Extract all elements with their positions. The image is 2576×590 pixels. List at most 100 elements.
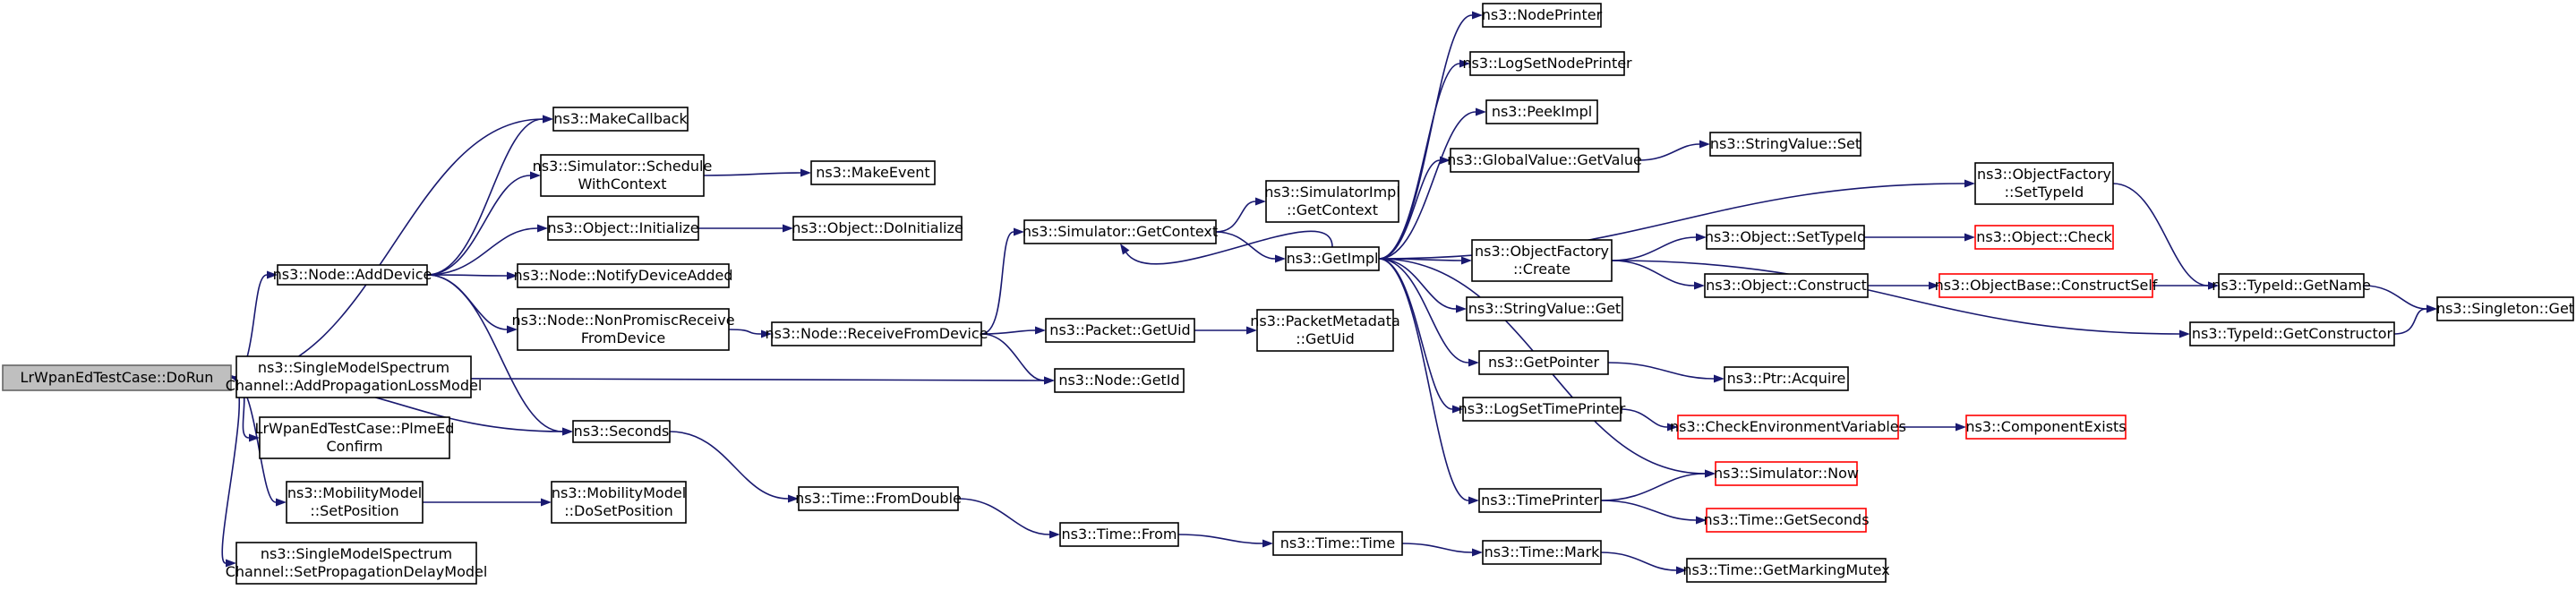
node-label-mobdoset-1: ::DoSetPosition	[564, 502, 672, 519]
node-typeidgetctor[interactable]: ns3::TypeId::GetConstructor	[2189, 321, 2395, 346]
node-timefrom[interactable]: ns3::Time::From	[1059, 522, 1179, 547]
node-getimpl[interactable]: ns3::GetImpl	[1285, 246, 1380, 271]
node-logsettime[interactable]: ns3::LogSetTimePrinter	[1459, 397, 1626, 422]
arrowhead-dorun-to-plmeed	[249, 433, 260, 442]
edge-getimpl-to-timeprinter	[1378, 258, 1469, 501]
node-compexists[interactable]: ns3::ComponentExists	[1965, 415, 2127, 440]
node-nodeprinter[interactable]: ns3::NodePrinter	[1482, 3, 1603, 28]
edge-seconds-to-fromdouble	[669, 431, 789, 500]
node-label-setpropdelay-1: Channel::SetPropagationDelayModel	[226, 563, 488, 580]
node-timemark[interactable]: ns3::Time::Mark	[1482, 540, 1602, 565]
node-label-objinit-0: ns3::Object::Initialize	[547, 219, 698, 236]
node-label-simimplctx-0: ns3::SimulatorImpl	[1264, 184, 1400, 201]
node-setpropdelay[interactable]: ns3::SingleModelSpectrumChannel::SetProp…	[226, 542, 488, 585]
node-objconstruct[interactable]: ns3::Object::Construct	[1704, 273, 1869, 298]
node-makecallback[interactable]: ns3::MakeCallback	[552, 107, 689, 132]
node-ofcreate[interactable]: ns3::ObjectFactory::Create	[1471, 239, 1613, 282]
node-label-logsettime-0: ns3::LogSetTimePrinter	[1459, 400, 1626, 417]
node-label-getmarkmutex-0: ns3::Time::GetMarkingMutex	[1682, 561, 1889, 578]
node-getpointer[interactable]: ns3::GetPointer	[1478, 350, 1609, 375]
node-label-mobdoset-0: ns3::MobilityModel	[552, 484, 686, 501]
node-checkenv[interactable]: ns3::CheckEnvironmentVariables	[1670, 415, 1906, 440]
node-label-adddevice-0: ns3::Node::AddDevice	[273, 266, 432, 283]
node-notifydev[interactable]: ns3::Node::NotifyDeviceAdded	[514, 263, 733, 288]
edge-timemark-to-getmarkmutex	[1600, 552, 1677, 571]
node-box-fromdouble	[798, 486, 959, 511]
node-nodegetid[interactable]: ns3::Node::GetId	[1054, 368, 1185, 393]
arrowhead-getimpl-to-ofsettype	[1964, 179, 1975, 188]
node-recvfromdev[interactable]: ns3::Node::ReceiveFromDevice	[766, 321, 988, 346]
node-gvgetvalue[interactable]: ns3::GlobalValue::GetValue	[1447, 148, 1642, 173]
arrowhead-getimpl-to-svget	[1456, 304, 1467, 313]
edge-getimpl-to-getcontext	[1125, 230, 1333, 265]
node-simimplctx[interactable]: ns3::SimulatorImpl::GetContext	[1264, 180, 1400, 223]
node-typeidgetname[interactable]: ns3::TypeId::GetName	[2212, 273, 2371, 298]
node-objcheck[interactable]: ns3::Object::Check	[1974, 225, 2114, 250]
arrowhead-getpointer-to-ptracquire	[1714, 374, 1724, 383]
edge-getpointer-to-ptracquire	[1607, 362, 1715, 380]
node-label-doinit-0: ns3::Object::DoInitialize	[792, 219, 963, 236]
node-label-makeevent-0: ns3::MakeEvent	[816, 164, 929, 181]
node-adddevice[interactable]: ns3::Node::AddDevice	[273, 264, 432, 286]
node-timegetsec[interactable]: ns3::Time::GetSeconds	[1703, 508, 1870, 533]
node-label-objcheck-0: ns3::Object::Check	[1976, 228, 2112, 245]
node-box-timeprinter	[1478, 488, 1602, 513]
node-mobdoset[interactable]: ns3::MobilityModel::DoSetPosition	[551, 481, 687, 524]
node-box-singletonget	[2436, 296, 2574, 321]
node-objinit[interactable]: ns3::Object::Initialize	[547, 216, 699, 241]
node-timeprinter[interactable]: ns3::TimePrinter	[1478, 488, 1602, 513]
edge-recvfromdev-to-pktgetuid	[980, 329, 1036, 335]
node-peekimpl[interactable]: ns3::PeekImpl	[1485, 99, 1598, 124]
arrowhead-adddevice-to-notifydev	[507, 271, 518, 280]
edge-getcontext-to-simimplctx	[1215, 201, 1256, 233]
node-objsettype[interactable]: ns3::Object::SetTypeId	[1705, 225, 1866, 250]
edge-ofcreate-to-objsettype	[1611, 236, 1697, 261]
node-getcontext[interactable]: ns3::Simulator::GetContext	[1023, 219, 1218, 244]
node-ptracquire[interactable]: ns3::Ptr::Acquire	[1724, 366, 1849, 391]
arrowhead-adddevice-to-makecallback	[543, 115, 553, 124]
arrowhead-seconds-to-fromdouble	[788, 494, 799, 503]
node-dorun[interactable]: LrWpanEdTestCase::DoRun	[2, 364, 232, 391]
edge-timetime-to-timemark	[1401, 543, 1473, 553]
node-timetime[interactable]: ns3::Time::Time	[1272, 531, 1403, 556]
node-ofsettype[interactable]: ns3::ObjectFactory::SetTypeId	[1974, 162, 2114, 205]
node-box-getmarkmutex	[1686, 558, 1887, 583]
node-pktgetuid[interactable]: ns3::Packet::GetUid	[1045, 318, 1195, 343]
arrowhead-getimpl-to-ofcreate	[1461, 256, 1472, 265]
arrowhead-checkenv-to-compexists	[1956, 423, 1966, 432]
edge-getimpl-to-logsetnode	[1378, 63, 1460, 260]
arrowhead-gvgetvalue-to-svset	[1699, 140, 1710, 149]
node-box-checkenv	[1677, 415, 1899, 440]
node-label-getcontext-0: ns3::Simulator::GetContext	[1023, 223, 1218, 240]
node-svset[interactable]: ns3::StringValue::Set	[1709, 132, 1861, 157]
node-fromdouble[interactable]: ns3::Time::FromDouble	[795, 486, 962, 511]
node-box-ofcreate	[1471, 239, 1613, 282]
node-makeevent[interactable]: ns3::MakeEvent	[810, 160, 936, 185]
node-label-timeprinter-0: ns3::TimePrinter	[1481, 492, 1599, 509]
node-svget[interactable]: ns3::StringValue::Get	[1466, 296, 1623, 321]
node-mobsetpos[interactable]: ns3::MobilityModel::SetPosition	[286, 481, 424, 524]
node-objbaseconstruct[interactable]: ns3::ObjectBase::ConstructSelf	[1935, 273, 2158, 298]
edge-nonpromisc-to-recvfromdev	[728, 329, 762, 335]
node-label-addprop-0: ns3::SingleModelSpectrum	[258, 359, 449, 376]
arrowhead-ofcreate-to-typeidgetctor	[2179, 329, 2190, 338]
node-label-notifydev-0: ns3::Node::NotifyDeviceAdded	[514, 267, 733, 284]
node-label-getpointer-0: ns3::GetPointer	[1488, 354, 1600, 371]
node-simnow[interactable]: ns3::Simulator::Now	[1714, 461, 1859, 486]
node-label-pktmetauid-0: ns3::PacketMetadata	[1250, 312, 1400, 329]
node-singletonget[interactable]: ns3::Singleton::Get	[2436, 296, 2574, 321]
arrowhead-getimpl-to-logsettime	[1452, 405, 1463, 414]
node-seconds[interactable]: ns3::Seconds	[572, 420, 671, 443]
node-box-makecallback	[552, 107, 689, 132]
edge-ofcreate-to-typeidgetctor	[1611, 260, 2180, 335]
node-box-typeidgetname	[2218, 273, 2365, 298]
node-logsetnode[interactable]: ns3::LogSetNodePrinter	[1462, 51, 1632, 76]
node-addprop[interactable]: ns3::SingleModelSpectrumChannel::AddProp…	[226, 355, 483, 398]
arrowhead-adddevice-to-schedctx	[530, 171, 541, 180]
node-pktmetauid[interactable]: ns3::PacketMetadata::GetUid	[1250, 309, 1400, 352]
node-doinit[interactable]: ns3::Object::DoInitialize	[792, 216, 963, 241]
node-getmarkmutex[interactable]: ns3::Time::GetMarkingMutex	[1682, 558, 1890, 583]
